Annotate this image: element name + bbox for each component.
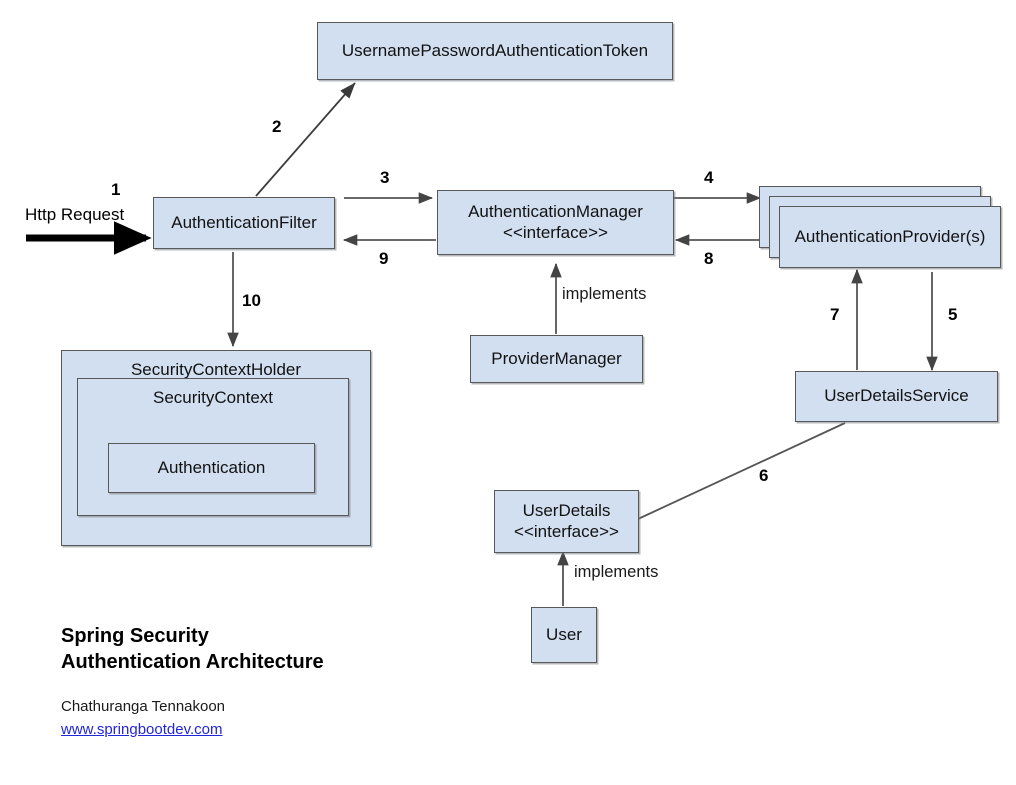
node-label: User (546, 624, 582, 644)
node-label: AuthenticationFilter (171, 212, 317, 232)
node-label: UsernamePasswordAuthenticationToken (341, 40, 649, 60)
node-label: AuthenticationManager <<interface>> (468, 201, 643, 242)
page-title: Spring Security Authentication Architect… (61, 625, 324, 673)
node-label: AuthenticationProvider(s) (794, 226, 986, 246)
step-number-2: 2 (272, 117, 282, 136)
node-label: UserDetailsService (824, 386, 969, 406)
node-label: SecurityContext (153, 388, 273, 407)
node-user-details-service[interactable]: UserDetailsService (795, 371, 998, 422)
node-provider-manager[interactable]: ProviderManager (470, 335, 643, 383)
node-authentication-filter[interactable]: AuthenticationFilter (153, 197, 335, 249)
step-number-9: 9 (379, 249, 389, 268)
step-number-7: 7 (830, 305, 840, 324)
node-user-details[interactable]: UserDetails <<interface>> (494, 490, 639, 553)
step-number-3: 3 (380, 168, 390, 187)
node-username-password-authentication-token[interactable]: UsernamePasswordAuthenticationToken (317, 22, 673, 80)
step-number-10: 10 (242, 291, 261, 310)
http-request-label: Http Request (25, 205, 125, 224)
step-number-1: 1 (111, 180, 121, 199)
website-link[interactable]: www.springbootdev.com (61, 721, 223, 738)
step-number-4: 4 (704, 168, 714, 187)
node-authentication[interactable]: Authentication (108, 443, 315, 493)
node-label: UserDetails <<interface>> (514, 500, 619, 541)
step-number-6: 6 (759, 466, 769, 485)
step-number-8: 8 (704, 249, 714, 268)
node-authentication-manager[interactable]: AuthenticationManager <<interface>> (437, 190, 674, 255)
arrow-step-2 (255, 82, 356, 197)
step-number-5: 5 (948, 305, 958, 324)
label-implements-provider-manager: implements (562, 285, 647, 303)
label-implements-user: implements (574, 563, 659, 581)
node-authentication-provider[interactable]: AuthenticationProvider(s) (779, 206, 1001, 268)
arrow-step-6 (637, 422, 846, 520)
node-user[interactable]: User (531, 607, 597, 663)
node-label: SecurityContextHolder (130, 360, 302, 379)
node-label: ProviderManager (491, 348, 622, 368)
author-name: Chathuranga Tennakoon (61, 698, 226, 715)
node-label: Authentication (157, 457, 266, 477)
